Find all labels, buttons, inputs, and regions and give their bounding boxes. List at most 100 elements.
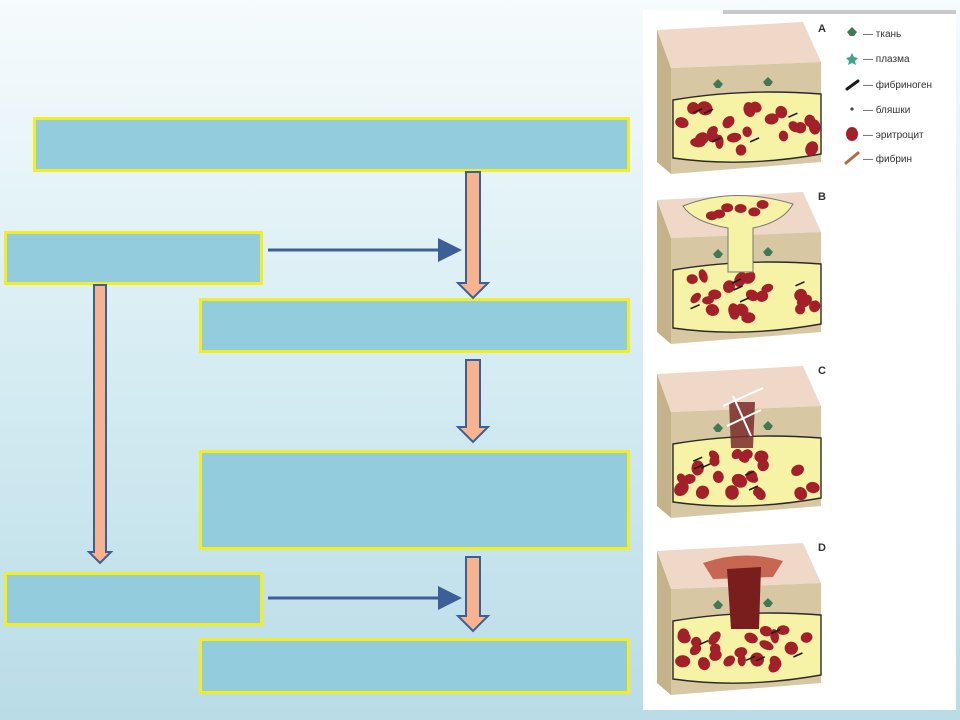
fibrinogen-strand: [692, 108, 703, 114]
fibrin-mesh: [722, 387, 764, 437]
figure-header-strip: [723, 10, 956, 14]
fibrinogen-strand: [770, 628, 781, 635]
legend-label-erythrocyte: — эритроцит: [863, 130, 924, 141]
erythrocyte: [686, 274, 698, 285]
erythrocyte: [721, 203, 734, 213]
erythrocyte: [734, 647, 748, 658]
flow-box-bottom: [199, 638, 630, 694]
fibrinogen-strand: [788, 112, 798, 118]
tissue-speck: [763, 421, 773, 430]
legend-label-plasma: — плазма: [863, 54, 910, 65]
fibrinogen-strand: [793, 652, 803, 658]
tissue-speck: [763, 247, 773, 256]
erythrocyte: [709, 643, 721, 655]
erythrocyte: [708, 450, 720, 461]
tissue-speck: [763, 77, 773, 86]
erythrocyte: [698, 269, 708, 283]
fibrinogen-strand: [739, 297, 750, 303]
erythrocyte-icon: [846, 127, 858, 141]
erythrocyte: [675, 117, 689, 129]
erythrocyte: [756, 200, 769, 209]
erythrocyte: [745, 271, 756, 284]
tissue-speck: [713, 423, 723, 432]
tissue-speck: [763, 598, 773, 607]
legend-label-tissue: — ткань: [863, 29, 901, 40]
blood-clotting-figure: A B C D — ткань — плазма — фибриноген — …: [643, 10, 956, 710]
erythrocyte: [690, 292, 701, 304]
down-arrow-left: [86, 284, 114, 565]
erythrocyte: [756, 290, 769, 302]
fibrinogen-strand: [745, 655, 756, 662]
erythrocyte: [775, 105, 788, 119]
platelet-icon: [850, 107, 854, 111]
fibrinogen-strand: [733, 285, 743, 291]
erythrocyte: [706, 126, 718, 137]
flow-box-middle-2: [199, 450, 630, 550]
down-arrow-3: [455, 556, 491, 633]
tissue-side-face: [657, 551, 671, 695]
tissue-side-face: [657, 30, 671, 174]
fibrinogen-strand: [755, 656, 766, 662]
fibrinogen-strand: [795, 281, 805, 287]
plasma-icon: [846, 53, 858, 65]
erythrocyte: [761, 283, 774, 293]
erythrocyte: [734, 204, 747, 213]
fibrinogen-strand: [711, 137, 722, 143]
erythrocyte: [674, 481, 689, 496]
erythrocyte: [741, 449, 753, 460]
erythrocyte: [705, 304, 720, 316]
erythrocyte: [784, 641, 798, 655]
legend: — ткань — плазма — фибриноген — бляшки —…: [844, 27, 932, 165]
legend-label-platelet: — бляшки: [863, 104, 910, 116]
erythrocyte: [735, 144, 747, 156]
fibrinogen-strand: [693, 463, 704, 470]
platelet-plug: [729, 402, 755, 448]
erythrocyte: [791, 464, 805, 476]
erythrocyte: [788, 121, 800, 133]
erythrocyte: [764, 113, 779, 125]
fibrinogen-strand: [744, 470, 755, 476]
erythrocyte: [768, 661, 781, 673]
figure-svg: A B C D — ткань — плазма — фибриноген — …: [657, 10, 956, 695]
erythrocyte: [808, 119, 821, 135]
erythrocyte: [731, 473, 747, 488]
erythrocyte: [806, 481, 820, 494]
flow-box-top: [33, 117, 630, 172]
tissue-top-face: [657, 22, 821, 68]
fibrinogen-strand: [703, 108, 714, 115]
legend-label-fibrin: — фибрин: [863, 153, 912, 165]
fibrinogen-strand: [748, 485, 759, 491]
erythrocyte: [712, 470, 724, 483]
erythrocyte: [697, 657, 711, 671]
blood-clot: [727, 567, 761, 629]
panel-d: [657, 543, 822, 695]
fibrinogen-strand: [692, 456, 703, 462]
erythrocyte: [748, 207, 761, 217]
erythrocyte: [750, 101, 762, 113]
panel-letter-b: B: [818, 191, 826, 203]
panel-letter-c: C: [818, 365, 826, 377]
erythrocyte: [708, 289, 722, 300]
erythrocyte: [742, 126, 752, 138]
erythrocyte: [778, 130, 789, 142]
legend-label-fibrinogen: — фибриноген: [863, 79, 932, 91]
erythrocyte: [800, 632, 813, 643]
flow-box-left-upper: [4, 231, 263, 285]
erythrocyte: [722, 115, 735, 129]
tissue-side-face: [657, 374, 671, 518]
panel-a: [657, 22, 822, 174]
panel-b: [657, 192, 822, 344]
erythrocyte: [729, 308, 740, 320]
erythrocyte: [677, 631, 691, 644]
flow-box-left-lower: [4, 572, 263, 626]
legend-erythrocyte: — эритроцит: [846, 127, 924, 141]
flow-box-middle-1: [199, 298, 630, 353]
tissue-icon: [847, 27, 857, 36]
erythrocyte: [708, 631, 721, 645]
down-arrow-2: [455, 359, 491, 444]
panel-letter-d: D: [818, 542, 826, 554]
erythrocyte: [725, 485, 739, 500]
erythrocyte: [805, 141, 819, 156]
erythrocyte: [689, 644, 702, 656]
erythrocyte: [753, 486, 763, 498]
